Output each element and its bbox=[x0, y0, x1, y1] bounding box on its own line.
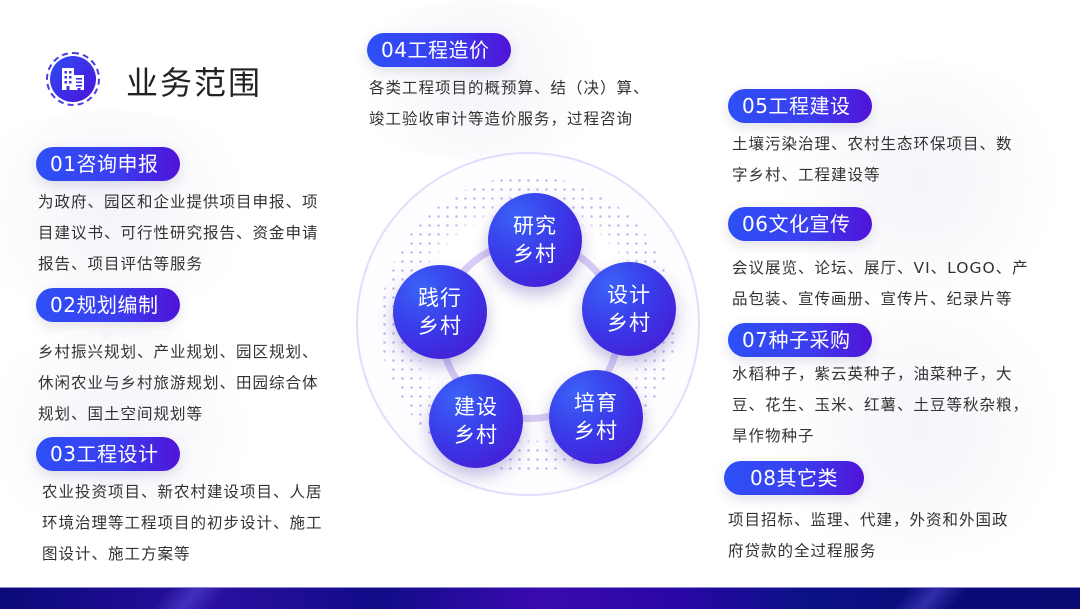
desc-line: 旱作物种子 bbox=[732, 427, 815, 445]
desc-line: 目建议书、可行性研究报告、资金申请 bbox=[38, 224, 319, 242]
section-description: 乡村振兴规划、产业规划、园区规划、 休闲农业与乡村旅游规划、田园综合体 规划、国… bbox=[38, 337, 366, 430]
section-other: 08其它类 项目招标、监理、代建，外资和外国政 府贷款的全过程服务 bbox=[724, 461, 1064, 567]
node-line: 研究 bbox=[513, 214, 557, 238]
desc-line: 品包装、宣传画册、宣传片、纪录片等 bbox=[732, 290, 1013, 308]
desc-line: 规划、国土空间规划等 bbox=[38, 405, 204, 423]
desc-line: 项目招标、监理、代建，外资和外国政 bbox=[728, 511, 1009, 529]
page-title: 业务范围 bbox=[126, 64, 263, 102]
node-line: 乡村 bbox=[574, 419, 618, 443]
section-label: 03工程设计 bbox=[36, 437, 181, 471]
node-research: 研究乡村 bbox=[488, 193, 582, 287]
section-consulting: 01咨询申报 为政府、园区和企业提供项目申报、项 目建议书、可行性研究报告、资金… bbox=[36, 147, 366, 280]
section-label: 01咨询申报 bbox=[36, 147, 181, 181]
desc-line: 休闲农业与乡村旅游规划、田园综合体 bbox=[38, 374, 319, 392]
desc-line: 为政府、园区和企业提供项目申报、项 bbox=[38, 193, 319, 211]
section-label: 02规划编制 bbox=[36, 288, 181, 322]
section-cost: 04工程造价 各类工程项目的概预算、结（决）算、 竣工验收审计等造价服务，过程咨… bbox=[367, 33, 687, 135]
background-blob bbox=[0, 110, 280, 310]
section-description: 农业投资项目、新农村建设项目、人居 环境治理等工程项目的初步设计、施工 图设计、… bbox=[42, 477, 366, 570]
logo-badge bbox=[46, 52, 100, 106]
section-description: 会议展览、论坛、展厅、VI、LOGO、产 品包装、宣传画册、宣传片、纪录片等 bbox=[732, 253, 1068, 315]
section-label: 08其它类 bbox=[724, 461, 864, 495]
section-description: 为政府、园区和企业提供项目申报、项 目建议书、可行性研究报告、资金申请 报告、项… bbox=[38, 187, 366, 280]
desc-line: 豆、花生、玉米、红薯、土豆等秋杂粮， bbox=[732, 396, 1030, 414]
section-description: 土壤污染治理、农村生态环保项目、数 字乡村、工程建设等 bbox=[732, 129, 1068, 191]
section-label: 06文化宣传 bbox=[728, 207, 873, 241]
section-label: 04工程造价 bbox=[367, 33, 512, 67]
desc-line: 各类工程项目的概预算、结（决）算、 bbox=[369, 79, 650, 97]
section-description: 水稻种子，紫云英种子，油菜种子，大 豆、花生、玉米、红薯、土豆等秋杂粮， 旱作物… bbox=[732, 359, 1068, 452]
section-seeds: 07种子采购 水稻种子，紫云英种子，油菜种子，大 豆、花生、玉米、红薯、土豆等秋… bbox=[728, 323, 1068, 452]
node-design: 设计乡村 bbox=[582, 262, 676, 356]
desc-line: 环境治理等工程项目的初步设计、施工 bbox=[42, 514, 323, 532]
section-description: 各类工程项目的概预算、结（决）算、 竣工验收审计等造价服务，过程咨询 bbox=[369, 73, 687, 135]
node-cultivate: 培育乡村 bbox=[549, 370, 643, 464]
node-line: 乡村 bbox=[418, 314, 462, 338]
background-blob bbox=[330, 0, 630, 160]
section-description: 项目招标、监理、代建，外资和外国政 府贷款的全过程服务 bbox=[728, 505, 1064, 567]
desc-line: 报告、项目评估等服务 bbox=[38, 255, 204, 273]
desc-line: 图设计、施工方案等 bbox=[42, 545, 191, 563]
section-design: 03工程设计 农业投资项目、新农村建设项目、人居 环境治理等工程项目的初步设计、… bbox=[36, 437, 366, 570]
desc-line: 会议展览、论坛、展厅、VI、LOGO、产 bbox=[732, 259, 1029, 277]
bottom-bar bbox=[0, 587, 1080, 609]
section-label: 07种子采购 bbox=[728, 323, 873, 357]
background-blob bbox=[0, 330, 280, 530]
node-line: 培育 bbox=[574, 391, 618, 415]
node-line: 乡村 bbox=[454, 423, 498, 447]
section-planning: 02规划编制 乡村振兴规划、产业规划、园区规划、 休闲农业与乡村旅游规划、田园综… bbox=[36, 288, 366, 430]
section-construction: 05工程建设 土壤污染治理、农村生态环保项目、数 字乡村、工程建设等 bbox=[728, 89, 1068, 191]
section-culture: 06文化宣传 会议展览、论坛、展厅、VI、LOGO、产 品包装、宣传画册、宣传片… bbox=[728, 207, 1068, 315]
node-practice: 践行乡村 bbox=[393, 265, 487, 359]
node-line: 建设 bbox=[454, 395, 498, 419]
desc-line: 字乡村、工程建设等 bbox=[732, 166, 881, 184]
desc-line: 竣工验收审计等造价服务，过程咨询 bbox=[369, 110, 634, 128]
section-label: 05工程建设 bbox=[728, 89, 873, 123]
building-icon bbox=[62, 68, 84, 90]
node-line: 乡村 bbox=[607, 311, 651, 335]
node-line: 践行 bbox=[418, 286, 462, 310]
node-line: 乡村 bbox=[513, 242, 557, 266]
desc-line: 乡村振兴规划、产业规划、园区规划、 bbox=[38, 343, 319, 361]
faint-glyph: 米 bbox=[100, 329, 113, 343]
desc-line: 水稻种子，紫云英种子，油菜种子，大 bbox=[732, 365, 1013, 383]
desc-line: 土壤污染治理、农村生态环保项目、数 bbox=[732, 135, 1013, 153]
node-line: 设计 bbox=[607, 283, 651, 307]
desc-line: 府贷款的全过程服务 bbox=[728, 542, 877, 560]
desc-line: 农业投资项目、新农村建设项目、人居 bbox=[42, 483, 323, 501]
node-build: 建设乡村 bbox=[429, 374, 523, 468]
